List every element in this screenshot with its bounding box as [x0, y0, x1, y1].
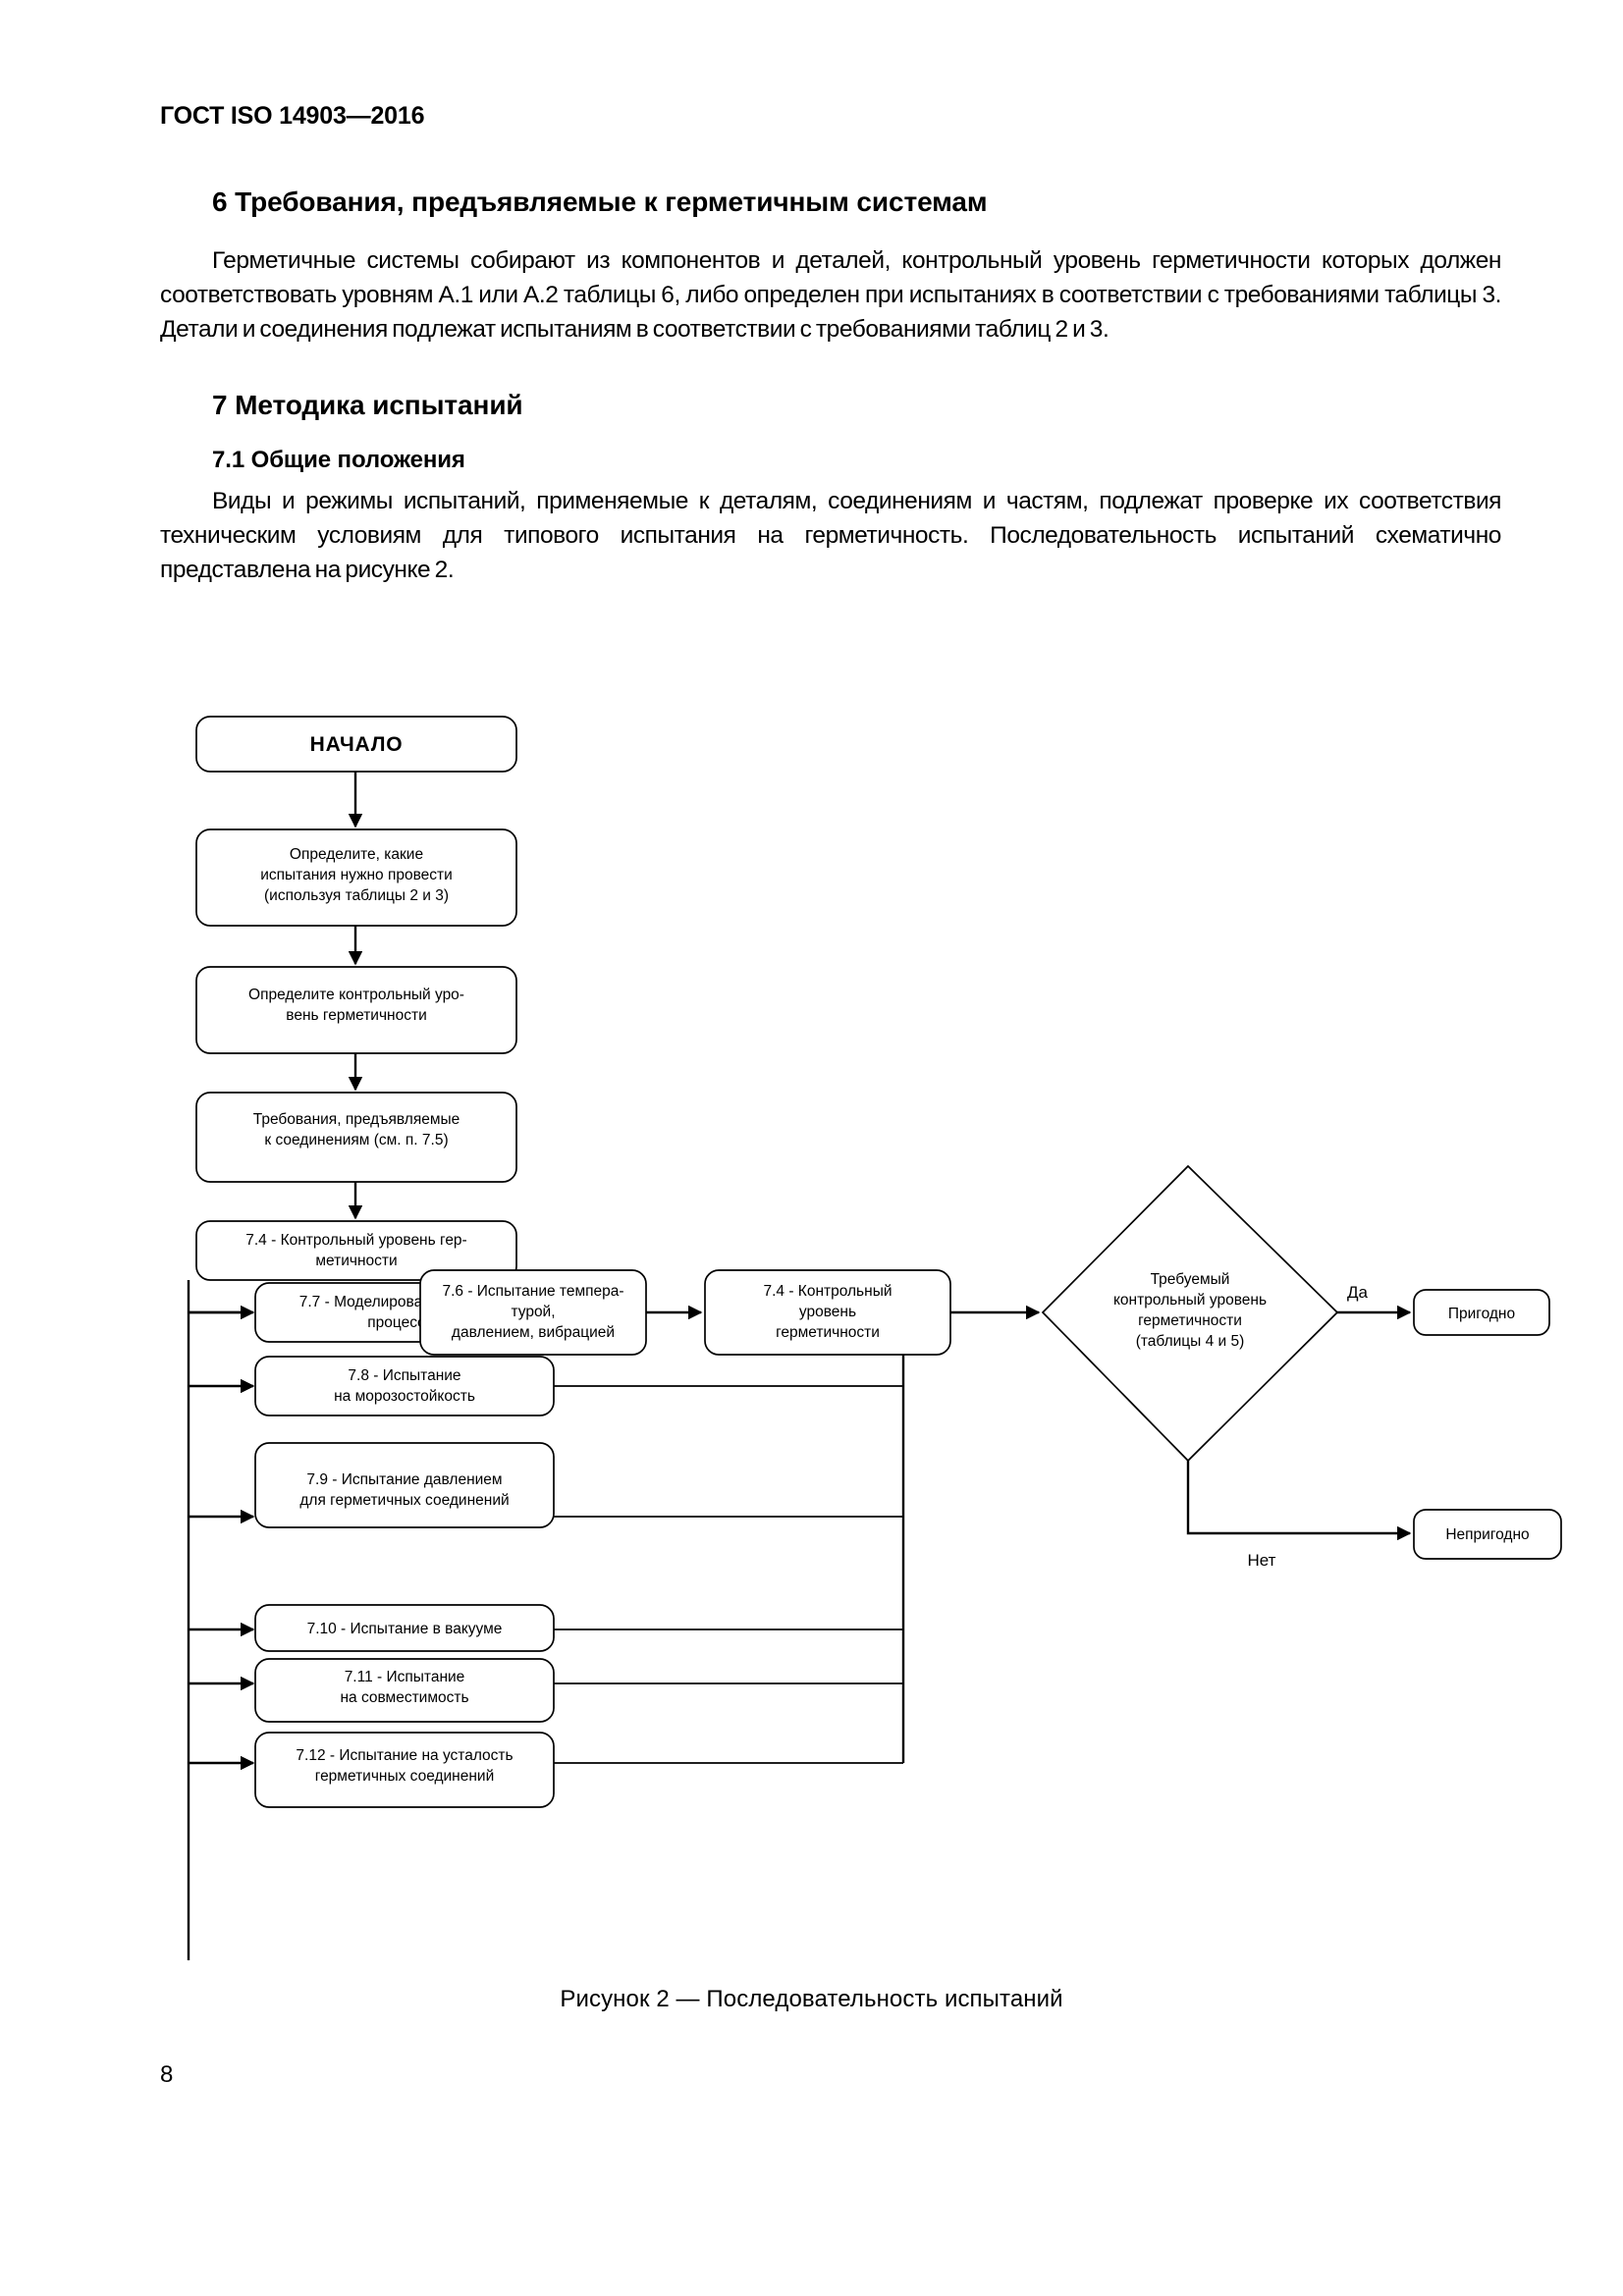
flowchart-decision-diamond — [1041, 1164, 1339, 1463]
decision-line3: герметичности — [1138, 1312, 1242, 1329]
node-74b-line1: 7.4 - Контрольный — [763, 1283, 892, 1300]
flowchart-node-step1 — [195, 828, 517, 927]
section-7-heading: 7 Методика испытаний — [212, 390, 523, 420]
flowchart-node-78 — [254, 1356, 555, 1416]
section-6-paragraph: Герметичные системы собирают из компонен… — [160, 247, 1501, 343]
node-step1-line3: (используя таблицы 2 и 3) — [264, 887, 449, 904]
running-header: ГОСТ ISO 14903—2016 — [160, 102, 425, 130]
subclause-7-1-paragraph: Виды и режимы испытаний, применяемые к д… — [160, 488, 1501, 583]
node-78-line2: на морозостойкость — [334, 1388, 475, 1405]
node-step2-line1: Определите контрольный уро- — [248, 987, 464, 1003]
flowchart-node-step3 — [195, 1092, 517, 1183]
decision-line4: (таблицы 4 и 5) — [1136, 1333, 1245, 1350]
flowchart-node-79 — [254, 1442, 555, 1528]
flowchart-node-start — [195, 716, 517, 773]
page-number: 8 — [160, 2061, 174, 2088]
node-step3-line2: к соединениям (см. п. 7.5) — [264, 1132, 448, 1148]
flowchart-node-step4-74 — [195, 1220, 517, 1281]
node-79-line2: для герметичных соединений — [299, 1492, 509, 1509]
flowchart-node-outcome-pass — [1413, 1289, 1550, 1336]
node-step1-line2: испытания нужно провести — [260, 867, 453, 883]
node-76-line2: турой, — [511, 1304, 555, 1320]
node-step4-line2: метичности — [315, 1253, 397, 1269]
section-6-heading: 6 Требования, предъявляемые к герметичны… — [212, 187, 988, 217]
node-step4-line1: 7.4 - Контрольный уровень гер- — [245, 1232, 466, 1249]
node-711-line1: 7.11 - Испытание — [345, 1669, 465, 1685]
node-711-line2: на совместимость — [340, 1689, 468, 1706]
flowchart-node-outcome-fail — [1413, 1509, 1562, 1560]
flowchart-node-74-second — [704, 1269, 951, 1356]
node-76-line1: 7.6 - Испытание темпера- — [442, 1283, 623, 1300]
outcome-pass-label: Пригодно — [1448, 1306, 1515, 1322]
node-712-line1: 7.12 - Испытание на усталость — [296, 1747, 513, 1764]
flowchart-node-711 — [254, 1658, 555, 1723]
node-79-line1: 7.9 - Испытание давлением — [306, 1471, 502, 1488]
decision-line2: контрольный уровень — [1113, 1292, 1267, 1308]
decision-no-label: Нет — [1248, 1551, 1276, 1570]
node-step1-line1: Определите, какие — [290, 846, 423, 863]
node-step3-line1: Требования, предъявляемые — [253, 1111, 460, 1128]
text-column: 6 Требования, предъявляемые к герметичны… — [160, 187, 1501, 593]
figure-2-flowchart: НАЧАЛО Определите, какие испытания нужно… — [0, 687, 1623, 1963]
decision-yes-label: Да — [1347, 1283, 1369, 1302]
node-step2-line2: вень герметичности — [286, 1007, 426, 1024]
flowchart-node-710 — [254, 1604, 555, 1652]
node-710-line1: 7.10 - Испытание в вакууме — [307, 1621, 503, 1637]
node-78-line1: 7.8 - Испытание — [348, 1367, 460, 1384]
connector-decision-no — [1186, 1461, 1412, 1541]
decision-line1: Требуемый — [1151, 1271, 1230, 1288]
flowchart-node-76 — [419, 1269, 647, 1356]
node-74b-line3: герметичности — [776, 1324, 880, 1341]
node-74b-line2: уровень — [799, 1304, 856, 1320]
flowchart-node-step2 — [195, 966, 517, 1054]
outcome-fail-label: Непригодно — [1445, 1526, 1529, 1543]
node-start-label: НАЧАЛО — [310, 733, 404, 756]
flowchart-node-712 — [254, 1732, 555, 1808]
node-76-line3: давлением, вибрацией — [452, 1324, 615, 1341]
subclause-7-1-heading: 7.1 Общие положения — [212, 447, 465, 473]
figure-caption: Рисунок 2 — Последовательность испытаний — [560, 1986, 1063, 2012]
node-712-line2: герметичных соединений — [315, 1768, 495, 1785]
